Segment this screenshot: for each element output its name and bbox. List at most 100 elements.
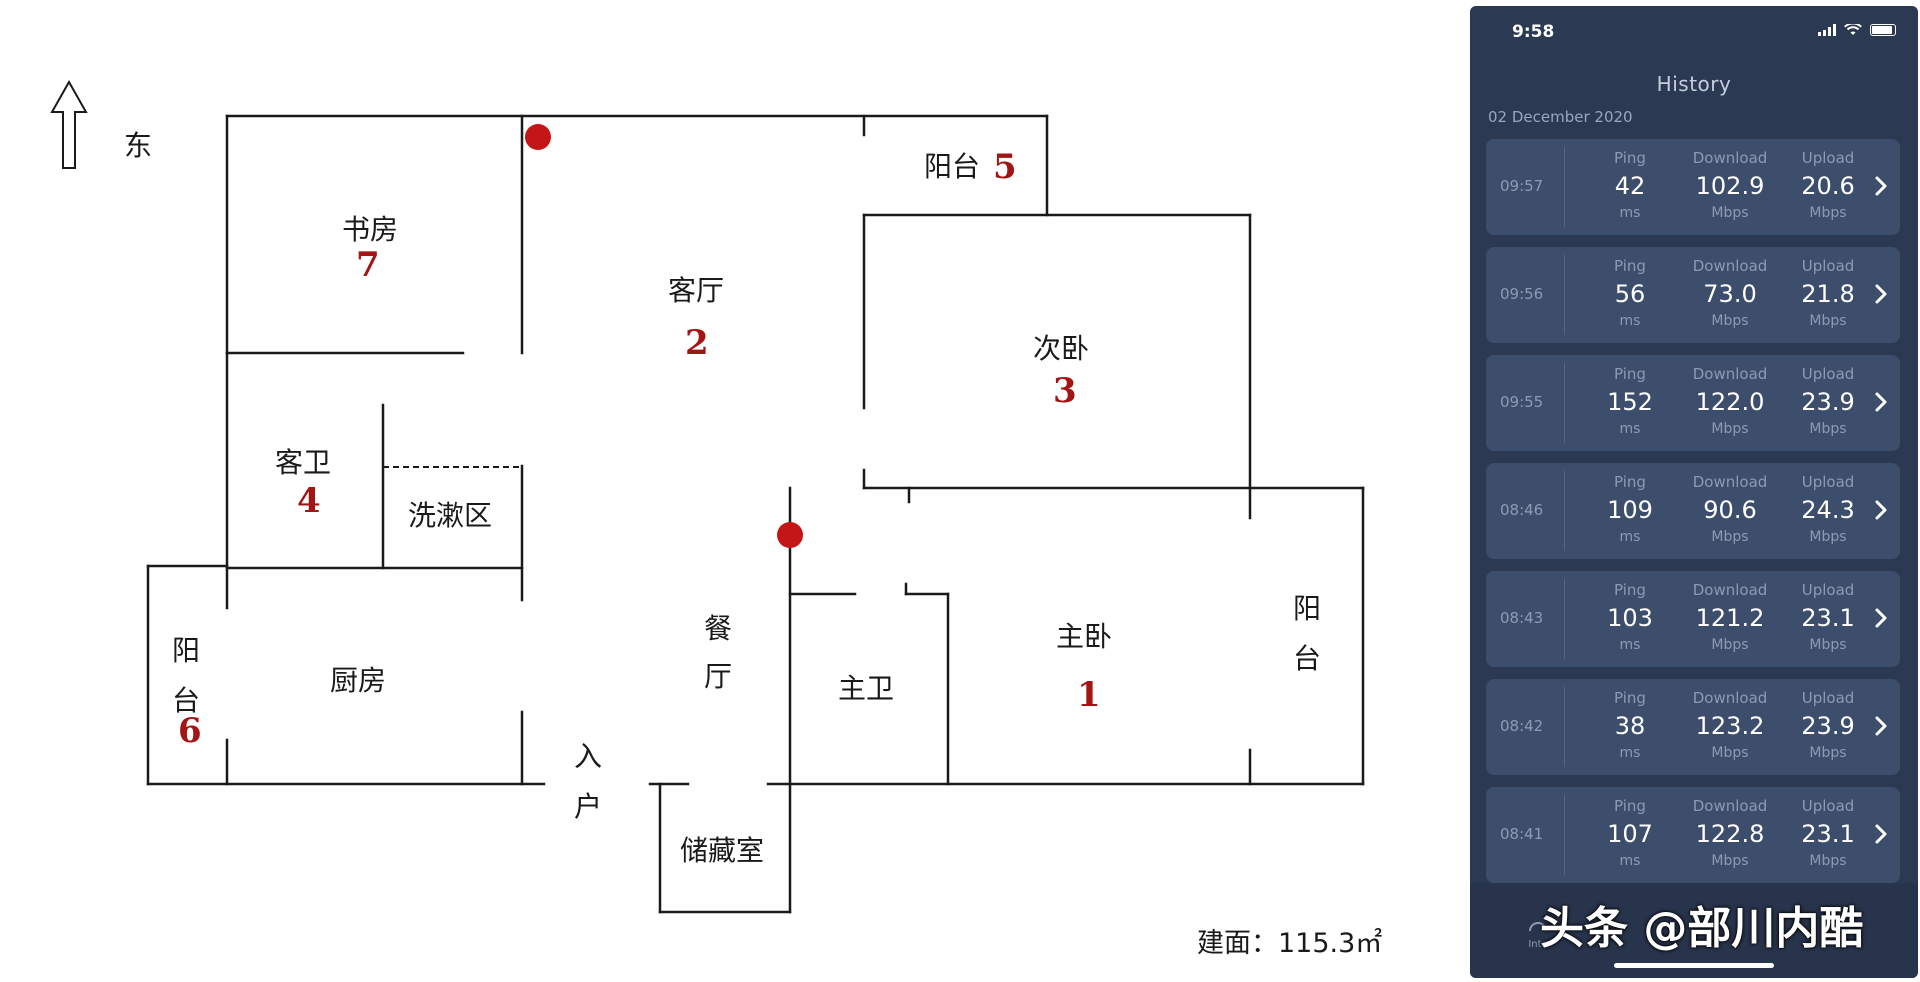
screen-title: History <box>1656 72 1732 96</box>
history-row[interactable]: 09:56 Ping 56 ms Download 73.0 Mbps Uplo… <box>1486 247 1900 343</box>
tab-bar: Inte 头条 @部川内酷 <box>1470 883 1918 978</box>
room-label-balcony: 阳 <box>1293 592 1321 625</box>
history-list: 09:57 Ping 42 ms Download 102.9 Mbps Upl… <box>1486 139 1900 895</box>
room-number: 1 <box>1077 675 1101 715</box>
history-time: 08:41 <box>1500 825 1544 843</box>
ping-value: 42 <box>1614 172 1646 200</box>
home-indicator <box>1614 963 1774 968</box>
divider <box>1564 255 1565 335</box>
download-column: Download 121.2 Mbps <box>1686 579 1774 655</box>
ping-column: Ping 109 ms <box>1586 471 1674 547</box>
ping-caption: Ping <box>1614 689 1646 707</box>
download-caption: Download <box>1692 257 1768 275</box>
download-caption: Download <box>1692 797 1768 815</box>
room-number: 6 <box>178 711 202 751</box>
room-label-entrance: 户 <box>574 790 602 823</box>
upload-caption: Upload <box>1801 581 1855 599</box>
chevron-right-icon[interactable] <box>1874 391 1888 413</box>
history-row[interactable]: 09:57 Ping 42 ms Download 102.9 Mbps Upl… <box>1486 139 1900 235</box>
upload-caption: Upload <box>1801 365 1855 383</box>
download-value: 90.6 <box>1703 496 1757 524</box>
wifi-icon <box>1844 24 1862 35</box>
room-label-study: 书房 <box>342 213 398 246</box>
upload-column: Upload 24.3 Mbps <box>1784 471 1872 547</box>
ping-caption: Ping <box>1614 257 1646 275</box>
upload-column: Upload 20.6 Mbps <box>1784 147 1872 223</box>
chevron-right-icon[interactable] <box>1874 283 1888 305</box>
ping-value: 152 <box>1607 388 1653 416</box>
room-number: 5 <box>993 147 1017 187</box>
upload-column: Upload 23.1 Mbps <box>1784 795 1872 871</box>
ping-value: 107 <box>1607 820 1653 848</box>
ping-caption: Ping <box>1614 473 1646 491</box>
history-row[interactable]: 08:46 Ping 109 ms Download 90.6 Mbps Upl… <box>1486 463 1900 559</box>
room-number: 3 <box>1053 371 1077 411</box>
history-time: 09:57 <box>1500 177 1544 195</box>
ping-unit: ms <box>1619 745 1641 761</box>
chevron-right-icon[interactable] <box>1874 175 1888 197</box>
ping-unit: ms <box>1619 205 1641 221</box>
chevron-right-icon[interactable] <box>1874 823 1888 845</box>
download-caption: Download <box>1692 689 1768 707</box>
download-unit: Mbps <box>1711 637 1749 653</box>
direction-arrow-icon <box>50 79 88 169</box>
upload-column: Upload 21.8 Mbps <box>1784 255 1872 331</box>
room-label-kitchen: 厨房 <box>330 664 386 697</box>
divider <box>1564 579 1565 659</box>
download-column: Download 123.2 Mbps <box>1686 687 1774 763</box>
room-label-storage: 储藏室 <box>680 834 764 867</box>
history-time: 08:42 <box>1500 717 1544 735</box>
history-time: 08:43 <box>1500 609 1544 627</box>
speedometer-icon <box>1529 922 1547 932</box>
divider <box>1564 363 1565 443</box>
history-row[interactable]: 08:41 Ping 107 ms Download 122.8 Mbps Up… <box>1486 787 1900 883</box>
ping-unit: ms <box>1619 637 1641 653</box>
phone-screen: 9:58 History 02 December 2020 09:57 Ping… <box>1470 6 1918 978</box>
room-label-balcony: 阳台 <box>924 150 980 183</box>
walls <box>146 114 1365 914</box>
history-row[interactable]: 08:43 Ping 103 ms Download 121.2 Mbps Up… <box>1486 571 1900 667</box>
router-marker <box>777 522 803 548</box>
upload-caption: Upload <box>1801 149 1855 167</box>
ping-unit: ms <box>1619 529 1641 545</box>
upload-value: 23.9 <box>1801 712 1855 740</box>
chevron-right-icon[interactable] <box>1874 607 1888 629</box>
divider <box>1564 687 1565 767</box>
history-time: 09:56 <box>1500 285 1544 303</box>
ping-unit: ms <box>1619 853 1641 869</box>
upload-unit: Mbps <box>1809 421 1847 437</box>
upload-column: Upload 23.9 Mbps <box>1784 363 1872 439</box>
upload-caption: Upload <box>1801 689 1855 707</box>
download-caption: Download <box>1692 149 1768 167</box>
upload-caption: Upload <box>1801 797 1855 815</box>
upload-column: Upload 23.9 Mbps <box>1784 687 1872 763</box>
history-row[interactable]: 08:42 Ping 38 ms Download 123.2 Mbps Upl… <box>1486 679 1900 775</box>
upload-value: 23.1 <box>1801 604 1855 632</box>
floor-area-label: 建面：115.3㎡ <box>1197 928 1382 959</box>
floor-plan: 东 <box>50 79 1382 959</box>
status-time: 9:58 <box>1512 22 1555 42</box>
chevron-right-icon[interactable] <box>1874 499 1888 521</box>
upload-unit: Mbps <box>1809 637 1847 653</box>
download-value: 123.2 <box>1695 712 1765 740</box>
ping-value: 56 <box>1614 280 1646 308</box>
download-column: Download 122.0 Mbps <box>1686 363 1774 439</box>
tab-internet[interactable]: Inte <box>1508 915 1568 950</box>
direction-label: 东 <box>124 129 152 162</box>
ping-caption: Ping <box>1614 581 1646 599</box>
ping-caption: Ping <box>1614 149 1646 167</box>
history-time: 09:55 <box>1500 393 1544 411</box>
download-value: 73.0 <box>1703 280 1757 308</box>
chevron-right-icon[interactable] <box>1874 715 1888 737</box>
download-unit: Mbps <box>1711 205 1749 221</box>
history-row[interactable]: 09:55 Ping 152 ms Download 122.0 Mbps Up… <box>1486 355 1900 451</box>
ping-column: Ping 152 ms <box>1586 363 1674 439</box>
status-icons <box>1818 24 1896 36</box>
upload-caption: Upload <box>1801 473 1855 491</box>
ping-column: Ping 38 ms <box>1586 687 1674 763</box>
download-unit: Mbps <box>1711 745 1749 761</box>
ping-column: Ping 56 ms <box>1586 255 1674 331</box>
status-bar: 9:58 <box>1470 6 1918 56</box>
download-unit: Mbps <box>1711 421 1749 437</box>
upload-value: 20.6 <box>1801 172 1855 200</box>
